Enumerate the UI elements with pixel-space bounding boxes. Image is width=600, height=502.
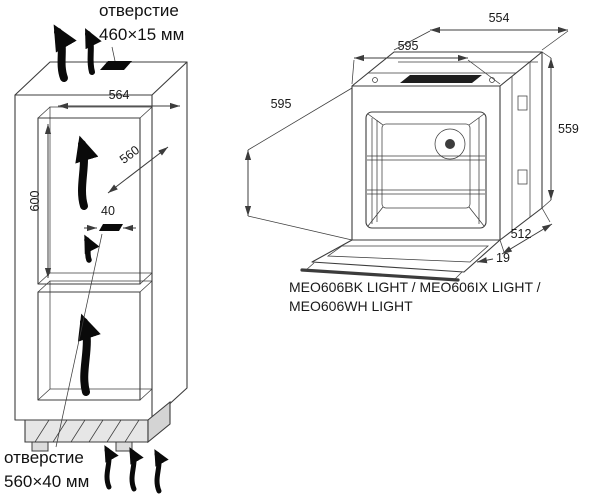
top-opening-size: 460×15 мм [99, 25, 184, 44]
dim-side-height: 559 [558, 122, 579, 136]
dim-slot-width: 40 [101, 204, 115, 218]
door-handle [300, 268, 460, 282]
airflow-arrow-floor-2 [129, 447, 144, 492]
airflow-arrow-lower [77, 313, 101, 396]
cabinet-plinth [24, 400, 171, 452]
oven-diagram: 554 595 595 559 512 19 MEO606BK LIGHT / … [244, 11, 579, 314]
cabinet-diagram: 40 564 600 560 отверстие 460×15 мм отвер… [4, 1, 188, 494]
bottom-vent-leader [55, 233, 103, 448]
dim-512-line [501, 223, 553, 255]
fan-hub [445, 139, 455, 149]
top-opening-label: отверстие [99, 1, 179, 20]
airflow-arrow-top-1 [53, 24, 77, 82]
airflow-arrow-floor-1 [104, 445, 119, 490]
control-display [400, 75, 482, 83]
airflow-arrow-floor-3 [154, 449, 169, 494]
airflow-arrow-niche-2 [84, 234, 100, 263]
dim-top-width: 595 [398, 39, 419, 53]
oven-control-panel [368, 72, 516, 83]
dim-19-leader [476, 257, 494, 264]
airflow-arrow-niche-1 [75, 135, 99, 210]
oven-side-details [511, 62, 531, 231]
caption: MEO606BK LIGHT / MEO606IX LIGHT / MEO606… [289, 279, 541, 314]
dim-width-top: 564 [109, 88, 130, 102]
fan-icon [434, 128, 466, 160]
airflow-arrows [53, 24, 169, 494]
dim-560-line [107, 146, 169, 194]
dim-top-depth: 554 [489, 11, 510, 25]
oven-door-open [300, 239, 501, 282]
dim-depth: 560 [117, 143, 142, 167]
dim-door-gap: 19 [496, 251, 510, 265]
cabinet-niche-upper [37, 106, 153, 285]
dim-bottom-depth: 512 [511, 227, 532, 241]
shelf-vent-slot [84, 224, 136, 232]
bottom-opening-label: отверстие [4, 448, 84, 467]
bottom-opening-size: 560×40 мм [4, 472, 89, 491]
dim-height-left: 595 [271, 97, 292, 111]
airflow-arrow-top-2 [85, 28, 102, 75]
cabinet-niche-lower [37, 280, 153, 401]
top-vent-leader [111, 46, 116, 62]
model-caption-line2: MEO606WH LIGHT [289, 298, 413, 314]
dim-height: 600 [28, 191, 42, 212]
oven-cavity [365, 111, 487, 229]
top-vent-slot [100, 61, 132, 70]
model-caption-line1: MEO606BK LIGHT / MEO606IX LIGHT / [289, 279, 541, 295]
control-knob-left [372, 77, 378, 83]
